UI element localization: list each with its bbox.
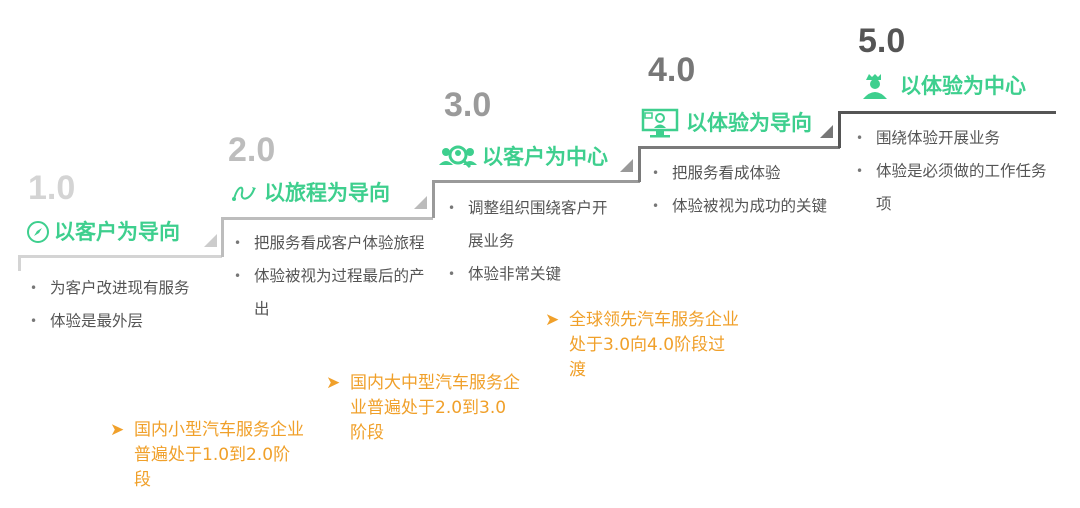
corner-triangle-2	[414, 196, 427, 209]
bullet-item: •把服务看成体验	[652, 164, 781, 182]
stage-bullets-2: •把服务看成客户体验旅程 •体验被视为过程最后的产出	[234, 227, 434, 326]
stage-number-3: 3.0	[444, 86, 492, 124]
bullet-item: •体验是最外层	[30, 312, 144, 330]
stage-number-1: 1.0	[28, 169, 76, 207]
stage-title-5: 以体验为中心	[860, 72, 1026, 100]
stage-title-3: 以客户为中心	[438, 143, 608, 171]
arrow-icon: ➤	[545, 310, 560, 330]
journey-icon	[230, 181, 260, 205]
step-line-5	[838, 111, 1056, 114]
bullet-item: •围绕体验开展业务	[856, 129, 1001, 147]
user-crown-icon	[860, 72, 890, 100]
step-riser-3	[432, 180, 435, 218]
note-2: ➤ 国内大中型汽车服务企业普遍处于2.0到3.0阶段	[326, 371, 526, 446]
stage-bullets-3: •调整组织围绕客户开展业务 •体验非常关键	[448, 192, 648, 291]
stage-title-4: 以体验为导向	[640, 107, 812, 139]
step-riser-4	[638, 146, 641, 182]
compass-icon	[26, 220, 50, 244]
step-riser-2	[221, 217, 224, 257]
note-3: ➤ 全球领先汽车服务企业处于3.0向4.0阶段过渡	[545, 308, 745, 383]
step-line-2	[221, 217, 433, 220]
corner-triangle-4	[820, 125, 833, 138]
step-line-4	[638, 146, 840, 149]
stage-title-1: 以客户为导向	[26, 219, 180, 245]
customer-search-icon	[438, 143, 478, 171]
stage-bullets-5: •围绕体验开展业务 •体验是必须做的工作任务项	[856, 122, 1066, 221]
corner-triangle-3	[620, 159, 633, 172]
note-1: ➤ 国内小型汽车服务企业普遍处于1.0到2.0阶段	[110, 418, 310, 493]
step-riser-1	[18, 255, 21, 271]
stage-bullets-4: •把服务看成体验 •体验被视为成功的关键	[652, 157, 852, 223]
bullet-item: •调整组织围绕客户开展业务	[448, 199, 608, 250]
bullet-item: •体验非常关键	[448, 265, 562, 283]
stage-title-2: 以旅程为导向	[230, 180, 390, 206]
corner-triangle-1	[204, 234, 217, 247]
bullet-item: •体验是必须做的工作任务项	[856, 162, 1047, 213]
monitor-user-icon	[640, 107, 682, 139]
arrow-icon: ➤	[326, 373, 341, 393]
step-riser-5	[838, 111, 841, 148]
bullet-item: •体验被视为过程最后的产出	[234, 267, 425, 318]
arrow-icon: ➤	[110, 420, 125, 440]
stage-number-4: 4.0	[648, 51, 696, 89]
step-line-3	[432, 180, 640, 183]
bullet-item: •体验被视为成功的关键	[652, 197, 828, 215]
bullet-item: •把服务看成客户体验旅程	[234, 234, 425, 252]
bullet-item: •为客户改进现有服务	[30, 279, 190, 297]
stage-number-2: 2.0	[228, 131, 276, 169]
stage-bullets-1: •为客户改进现有服务 •体验是最外层	[30, 272, 230, 338]
stage-number-5: 5.0	[858, 22, 906, 60]
step-line-1	[18, 255, 222, 258]
